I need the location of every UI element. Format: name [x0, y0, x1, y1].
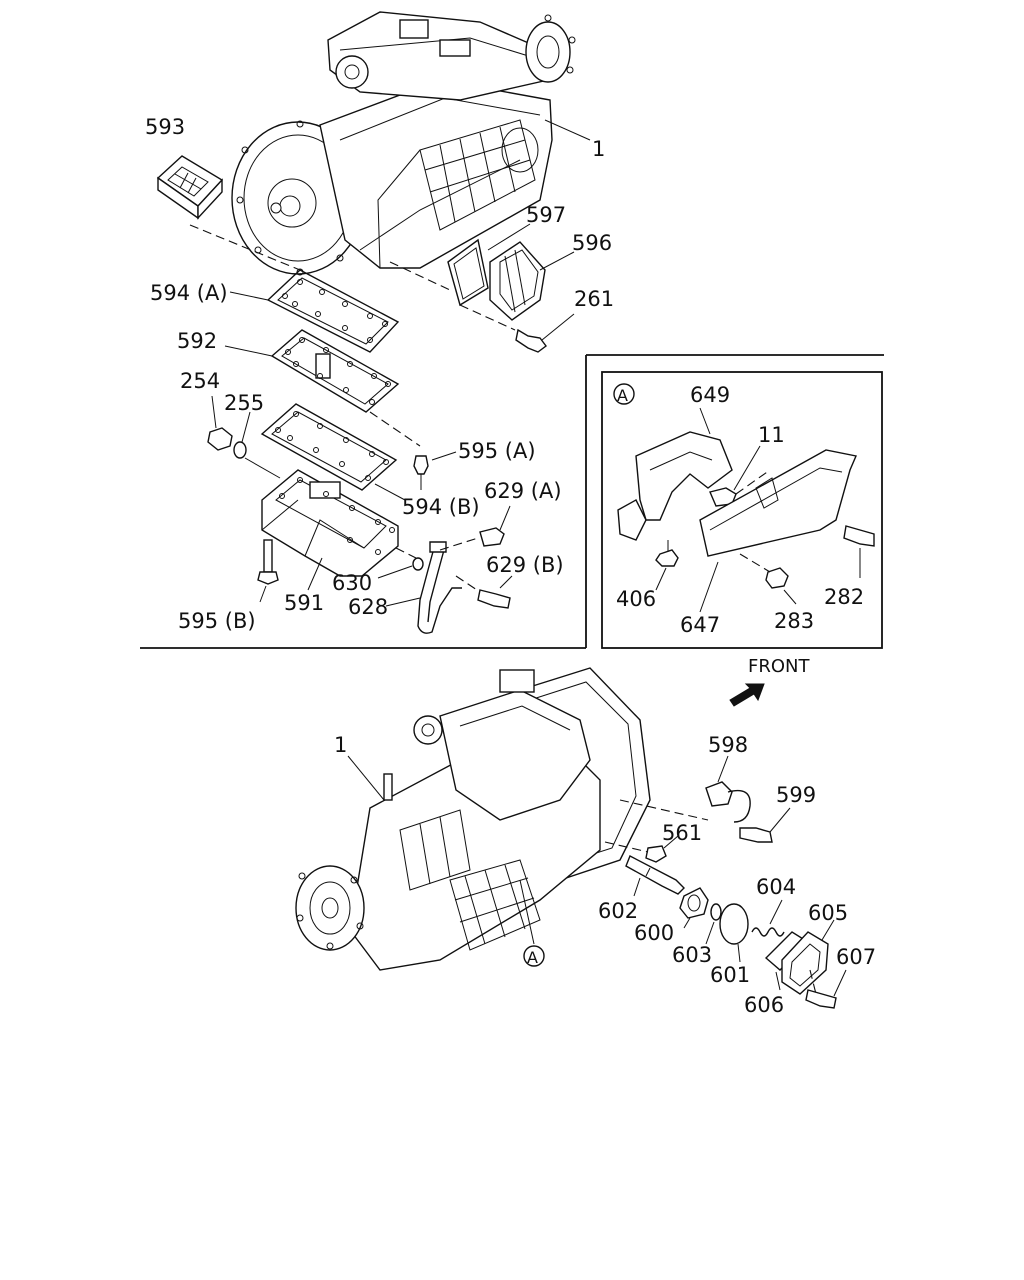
label-591: 591 [284, 591, 324, 615]
part-629a-bolt [479, 505, 511, 547]
part-261-bolt [515, 313, 575, 353]
inset-a-letter: A [617, 386, 628, 405]
label-607: 607 [836, 945, 876, 969]
transmission-bottom-drawing [295, 667, 651, 971]
part-629b-bolt [477, 575, 513, 609]
inset-a-box [601, 371, 883, 649]
label-406: 406 [616, 587, 656, 611]
part-603-ring [705, 903, 722, 945]
label-602: 602 [598, 899, 638, 923]
part-594b-gasket [260, 403, 406, 501]
label-629b: 629 (B) [486, 553, 564, 577]
part-630-oring [377, 557, 424, 579]
part-591-oil-pan [261, 469, 399, 591]
part-649-bracket [617, 407, 733, 541]
part-600-bushing [679, 887, 709, 929]
part-406-nut [655, 540, 679, 591]
transmission-top-drawing [231, 11, 591, 276]
label-597: 597 [526, 203, 566, 227]
label-592: 592 [177, 329, 217, 353]
part-283-nut [765, 567, 797, 605]
label-628: 628 [348, 595, 388, 619]
part-607-bolt [805, 969, 847, 1009]
part-11-bolt [709, 445, 761, 507]
part-254-plug [207, 395, 233, 451]
part-255-washer [233, 411, 251, 459]
label-629a: 629 (A) [484, 479, 562, 503]
label-604: 604 [756, 875, 796, 899]
label-1-top: 1 [592, 137, 605, 161]
label-599: 599 [776, 783, 816, 807]
panel-frame [140, 354, 884, 649]
part-604-spring [751, 899, 785, 937]
label-647: 647 [680, 613, 720, 637]
front-label: FRONT [748, 656, 810, 677]
label-606: 606 [744, 993, 784, 1017]
part-602-shaft [625, 855, 685, 897]
part-599-bolt [739, 807, 791, 843]
label-595a: 595 (A) [458, 439, 536, 463]
part-596-cover [489, 241, 575, 321]
part-597-gasket [447, 223, 531, 307]
part-598-sensor [705, 755, 751, 823]
label-601: 601 [710, 963, 750, 987]
label-255: 255 [224, 391, 264, 415]
label-596: 596 [572, 231, 612, 255]
part-605-cover [781, 919, 835, 995]
part-592-plate [224, 329, 400, 413]
label-282: 282 [824, 585, 864, 609]
label-600: 600 [634, 921, 674, 945]
part-561-plug [645, 835, 679, 863]
label-283: 283 [774, 609, 814, 633]
view-a-letter: A [527, 948, 538, 967]
arrow-icon [729, 683, 765, 707]
label-605: 605 [808, 901, 848, 925]
part-628-pipe [385, 541, 462, 634]
label-593: 593 [145, 115, 185, 139]
label-649: 649 [690, 383, 730, 407]
part-282-bolt [843, 525, 875, 578]
label-254: 254 [180, 369, 220, 393]
label-595b: 595 (B) [178, 609, 256, 633]
label-603: 603 [672, 943, 712, 967]
label-11: 11 [758, 423, 785, 447]
label-594b: 594 (B) [402, 495, 480, 519]
view-a-badge [523, 945, 545, 967]
part-593-filter [156, 155, 224, 220]
part-647-guard [699, 449, 857, 613]
part-594a-gasket [229, 269, 400, 353]
label-561: 561 [662, 821, 702, 845]
label-1-bottom: 1 [334, 733, 347, 757]
label-261: 261 [574, 287, 614, 311]
part-601-oring [719, 903, 749, 963]
label-630: 630 [332, 571, 372, 595]
label-594a: 594 (A) [150, 281, 228, 305]
part-595b-bolt [257, 539, 279, 603]
inset-a-badge [613, 383, 635, 405]
part-595a-bolt [413, 451, 457, 490]
label-598: 598 [708, 733, 748, 757]
